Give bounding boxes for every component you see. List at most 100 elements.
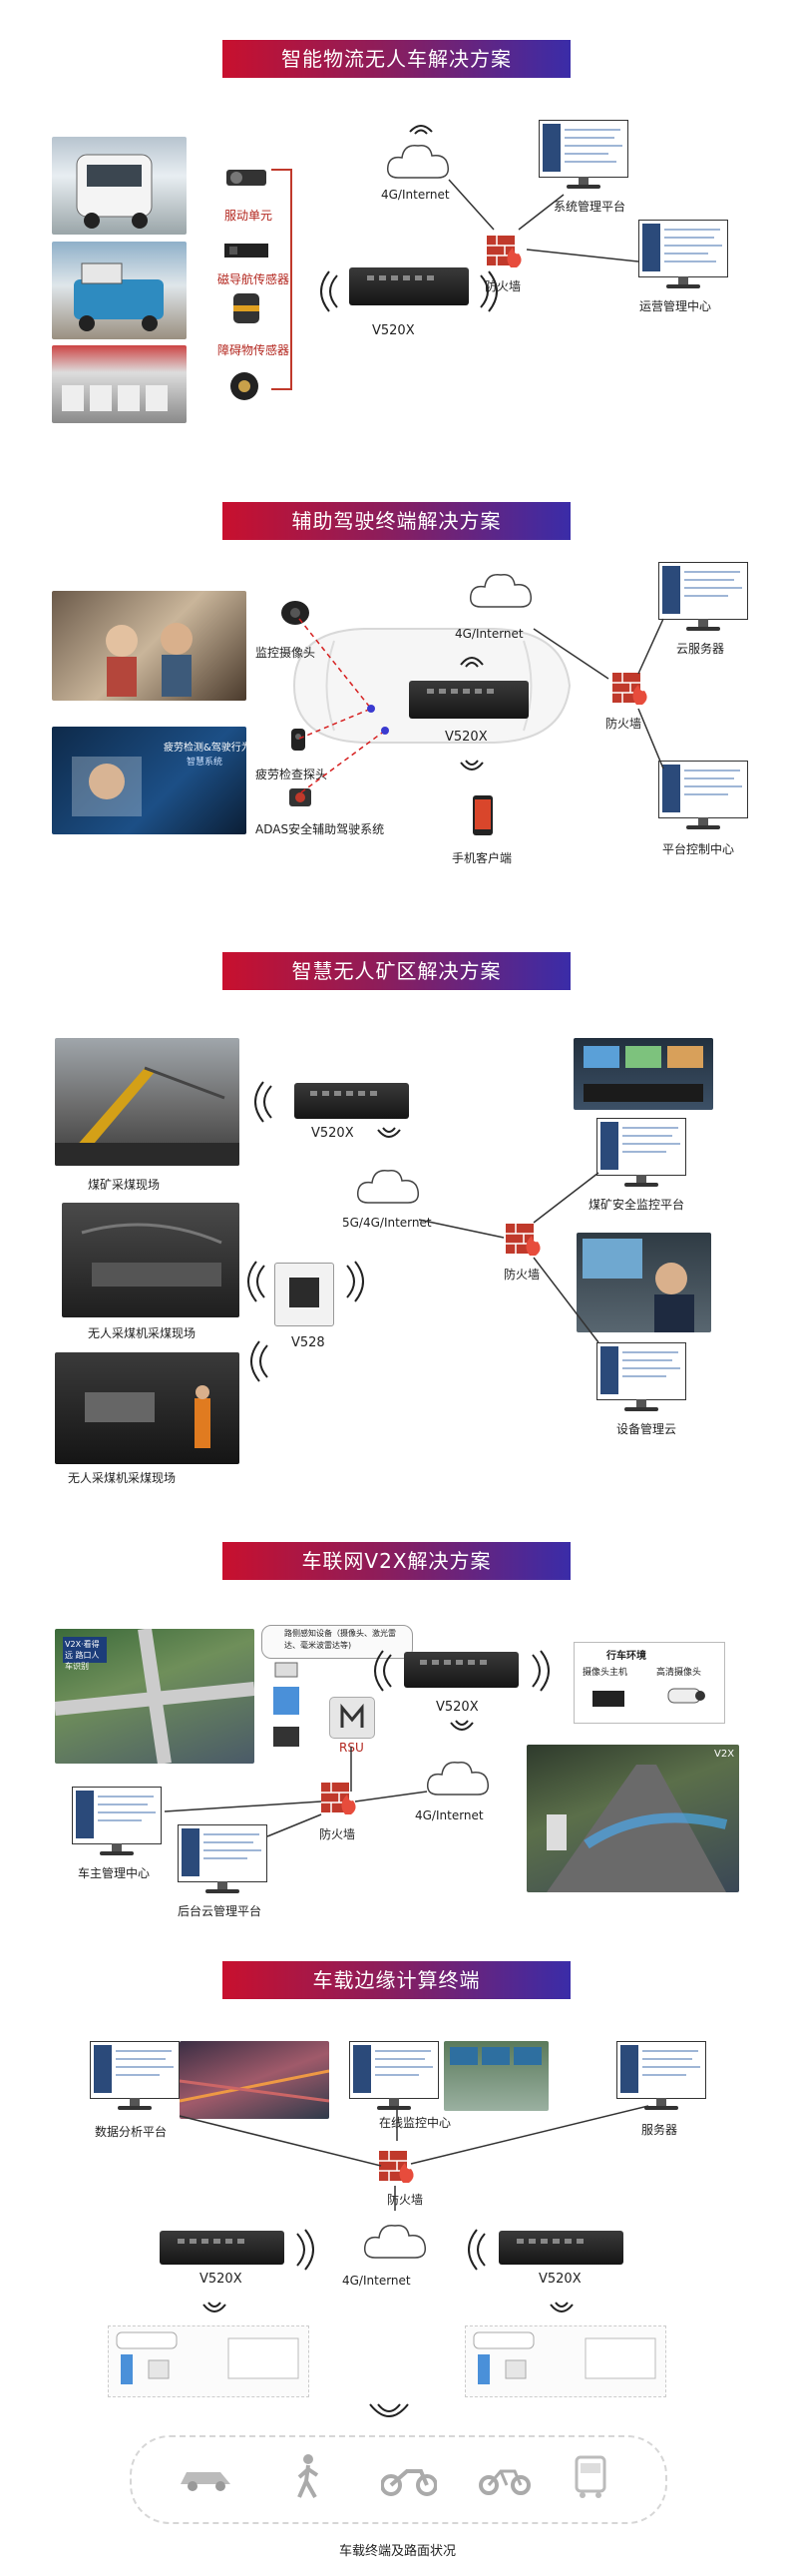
wireless-down-icon-s4 [450, 1720, 474, 1731]
label-fatigue-title: 疲劳检测&驾驶行为识别 [164, 743, 246, 754]
label-hd-camera: 高清摄像头 [656, 1668, 702, 1678]
connections-s2 [533, 618, 664, 770]
label-adas-system: ADAS安全辅助驾驶系统 [255, 822, 385, 836]
cloud-icon [386, 144, 450, 179]
cloud-icon-s2 [469, 573, 533, 608]
wireless-waves-icon-s3c [346, 1261, 364, 1302]
monitor-cloud-server [658, 562, 748, 634]
label-site-2: 无人采煤机采煤现场 [88, 1326, 197, 1340]
label-obstacle-sensor: 障碍物传感器 [217, 343, 290, 357]
photo-fatigue-detection: 疲劳检测&驾驶行为识别 智慧系统 [52, 727, 246, 834]
monitor-cloud-platform [178, 1824, 267, 1896]
roadside-kit-left [108, 2325, 309, 2397]
connections-s4 [164, 1747, 428, 1837]
label-fatigue-sub: 智慧系统 [187, 758, 223, 768]
section-title-adas: 辅助驾驶终端解决方案 [222, 502, 571, 540]
photo-logistics-vehicle-2 [52, 242, 187, 339]
wireless-down-icon-s5a [202, 2302, 226, 2313]
magnetic-sensor-icon [224, 244, 268, 258]
label-v520x-s2: V520X [445, 730, 488, 745]
monitor-server [616, 2041, 706, 2113]
section-title-edge: 车载边缘计算终端 [222, 1961, 571, 1999]
wireless-down-icon-s2 [460, 760, 484, 771]
monitor-device-cloud [596, 1342, 686, 1414]
label-sensor-note: 路侧感知设备（摄像头、激光雷达、毫米波雷达等) [284, 1629, 396, 1650]
sensor-note-bubble: 路侧感知设备（摄像头、激光雷达、毫米波雷达等) [261, 1625, 413, 1659]
label-internet-s3: 5G/4G/Internet [342, 1216, 432, 1230]
bicycle-icon [479, 2469, 531, 2495]
section-title-v2x: 车联网V2X解决方案 [222, 1542, 571, 1580]
photo-monitoring-room [444, 2041, 549, 2111]
v520x-device-s4 [404, 1652, 519, 1688]
firewall-icon-s3 [506, 1224, 541, 1256]
label-firewall-s3: 防火墙 [504, 1268, 541, 1282]
label-v520x-right: V520X [539, 2272, 582, 2287]
section-title-mining: 智慧无人矿区解决方案 [222, 952, 571, 990]
photo-car-interior [52, 591, 246, 701]
firewall-icon [487, 236, 522, 267]
wireless-waves-icon-s4a [374, 1650, 392, 1692]
cloud-icon-s5 [363, 2224, 427, 2259]
wireless-waves-left-icon [320, 270, 338, 312]
mobile-phone-icon [473, 795, 493, 835]
label-mobile-client: 手机客户端 [452, 851, 513, 865]
cloud-icon-s4 [426, 1761, 490, 1796]
v520x-device [349, 267, 469, 305]
label-v520x-left: V520X [199, 2272, 242, 2287]
label-camera-host: 摄像头主机 [583, 1668, 628, 1678]
obstacle-sensor-icon [233, 293, 259, 323]
label-firewall-s1: 防火墙 [485, 279, 522, 293]
label-cloud-server: 云服务器 [676, 642, 725, 656]
monitor-system-platform [539, 120, 628, 192]
photo-mine-operator [577, 1233, 711, 1332]
sensor-bracket [271, 169, 292, 390]
wireless-down-icon-s5c [369, 2403, 409, 2417]
label-mine-safety-platform: 煤矿安全监控平台 [589, 1198, 685, 1212]
firewall-icon-s2 [612, 673, 647, 705]
pedestrian-icon [297, 2454, 319, 2498]
firewall-icon-s4 [321, 1783, 356, 1814]
label-site-3: 无人采煤机采煤现场 [68, 1471, 177, 1485]
wireless-down-icon-s5b [550, 2302, 574, 2313]
photo-v2x-road: V2X [527, 1745, 739, 1892]
car-icon [181, 2472, 230, 2491]
label-device-cloud: 设备管理云 [616, 1422, 677, 1436]
label-terminal-road: 车载终端及路面状况 [339, 2544, 457, 2559]
label-v520x-s1: V520X [372, 323, 415, 338]
monitor-online [349, 2041, 439, 2113]
cloud-icon-s3 [356, 1169, 420, 1204]
label-fatigue-probe: 疲劳检查探头 [255, 768, 328, 781]
photo-v2x-intersection: V2X·看得远 路口人车识别 [55, 1629, 254, 1764]
label-system-platform: 系统管理平台 [554, 200, 626, 214]
v528-board [274, 1263, 334, 1326]
photo-unmanned-miner-1 [62, 1203, 239, 1317]
bus-icon [575, 2455, 606, 2498]
label-internet-s4: 4G/Internet [415, 1808, 484, 1822]
road-conditions-area [130, 2435, 667, 2524]
label-v2x-panel: V2X·看得远 路口人车识别 [65, 1640, 100, 1671]
label-server: 服务器 [641, 2123, 678, 2137]
monitor-owner-center [72, 1787, 162, 1858]
wireless-up-icon [409, 125, 433, 135]
photo-city-traffic [180, 2041, 329, 2119]
label-v2x: V2X [714, 1749, 735, 1760]
photo-unmanned-miner-2 [55, 1352, 239, 1464]
photo-logistics-fleet [52, 345, 187, 423]
wireless-waves-icon-s3d [250, 1340, 268, 1382]
camera-host-icon [592, 1691, 624, 1707]
motorcycle-icon [381, 2469, 437, 2496]
label-platform-control: 平台控制中心 [662, 842, 735, 856]
drive-unit-icon [226, 170, 266, 186]
label-owner-center: 车主管理中心 [78, 1866, 151, 1880]
wireless-waves-icon-s4b [532, 1650, 550, 1692]
label-drive-unit: 服动单元 [224, 209, 273, 223]
section-title-logistics: 智能物流无人车解决方案 [222, 40, 571, 78]
monitoring-camera-icon [281, 601, 309, 625]
roadside-kit-right [465, 2325, 666, 2397]
label-cloud-platform: 后台云管理平台 [178, 1904, 262, 1918]
wireless-waves-icon-s5a [296, 2229, 314, 2271]
label-v528: V528 [291, 1335, 325, 1350]
label-internet-s1: 4G/Internet [381, 188, 450, 202]
label-v520x-s4: V520X [436, 1700, 479, 1715]
